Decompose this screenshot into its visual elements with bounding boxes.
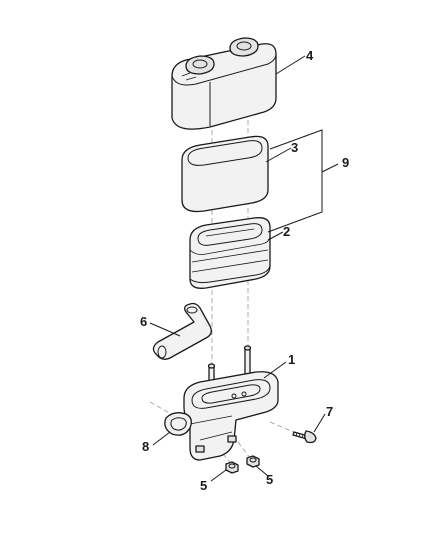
cover-part-4 — [171, 37, 277, 130]
callout-1: 1 — [288, 352, 295, 367]
callout-8: 8 — [142, 439, 149, 454]
callout-5-left: 5 — [200, 478, 207, 493]
callout-7: 7 — [326, 404, 333, 419]
callout-9: 9 — [342, 155, 349, 170]
base-part-1 — [183, 345, 279, 461]
leader-lines — [149, 55, 339, 482]
callout-labels: 4 3 9 2 6 1 7 8 5 5 — [140, 48, 349, 493]
callout-3: 3 — [291, 140, 298, 155]
pre-cleaner-part-3 — [181, 135, 269, 213]
callout-4: 4 — [306, 48, 314, 63]
breather-tube-part-6 — [152, 302, 212, 360]
callout-5-right: 5 — [266, 472, 273, 487]
screw-part-7 — [292, 430, 317, 444]
callout-2: 2 — [283, 224, 290, 239]
callout-6: 6 — [140, 314, 147, 329]
nut-part-5-left — [225, 461, 239, 474]
filter-cartridge-part-2 — [189, 217, 271, 289]
gasket-part-8 — [164, 412, 192, 436]
nut-part-5-right — [246, 455, 260, 468]
